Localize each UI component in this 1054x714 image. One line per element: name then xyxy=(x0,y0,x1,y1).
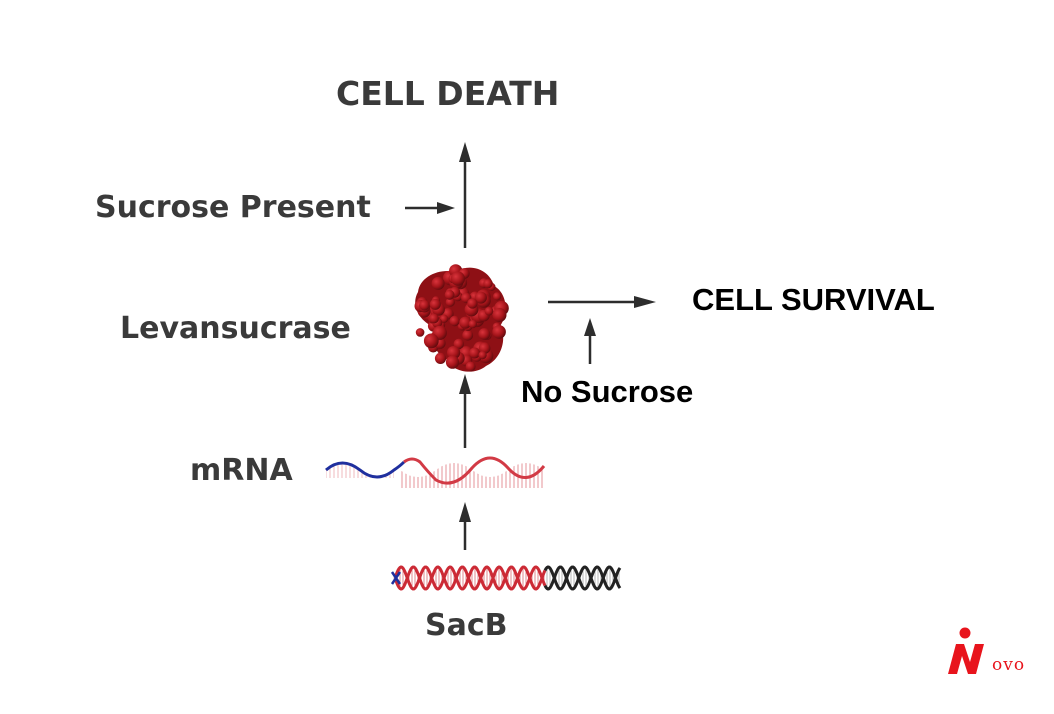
protein-bead xyxy=(415,328,425,337)
protein-bead xyxy=(474,291,487,304)
dna-strand xyxy=(393,565,547,591)
protein-bead xyxy=(465,361,476,372)
protein-bead xyxy=(492,308,507,322)
protein-bead xyxy=(419,300,430,311)
dna-strand xyxy=(543,565,622,591)
protein-bead xyxy=(483,279,493,289)
sacb-label: SacB xyxy=(425,608,508,643)
arrow-no-sucrose xyxy=(584,318,596,364)
cell-survival-label: CELL SURVIVAL xyxy=(692,282,935,317)
dna-end-mark xyxy=(390,571,402,585)
arrow-to-cell-death xyxy=(459,142,471,248)
novo-logo-icon xyxy=(948,627,984,674)
protein-bead xyxy=(423,333,439,349)
mrna-strand-icon xyxy=(325,456,546,488)
protein-bead xyxy=(445,297,455,307)
protein-bead xyxy=(429,313,439,324)
protein-bead xyxy=(478,351,487,360)
protein-bead xyxy=(434,352,447,364)
arrow-sucrose-present xyxy=(405,202,455,214)
levansucrase-protein-icon xyxy=(414,264,509,372)
no-sucrose-label: No Sucrose xyxy=(521,374,694,409)
protein-bead xyxy=(467,298,478,309)
sacb-dna-helix-icon xyxy=(390,565,622,591)
arrow-to-cell-survival xyxy=(548,296,656,308)
protein-bead xyxy=(469,347,481,359)
protein-bead xyxy=(450,271,465,286)
protein-bead xyxy=(493,292,502,301)
arrow-dna-to-mrna xyxy=(459,502,471,550)
cell-death-label: CELL DEATH xyxy=(336,74,560,113)
protein-bead xyxy=(429,298,441,310)
protein-bead xyxy=(462,329,474,341)
arrow-mrna-to-protein xyxy=(459,374,471,448)
protein-bead xyxy=(444,289,455,300)
protein-bead xyxy=(459,316,472,329)
protein-bead xyxy=(468,319,477,329)
protein-bead xyxy=(453,338,464,350)
protein-bead xyxy=(492,325,506,339)
protein-bead xyxy=(449,315,460,327)
protein-bead xyxy=(484,306,494,316)
protein-bead xyxy=(431,276,445,290)
levansucrase-label: Levansucrase xyxy=(120,311,351,346)
protein-bead xyxy=(478,328,491,340)
mrna-label: mRNA xyxy=(190,453,293,488)
protein-bead xyxy=(445,355,460,369)
protein-bead xyxy=(447,346,461,360)
logo-text: ovo xyxy=(992,655,1026,675)
sucrose-present-label: Sucrose Present xyxy=(95,190,371,225)
dna-strand xyxy=(543,565,622,591)
